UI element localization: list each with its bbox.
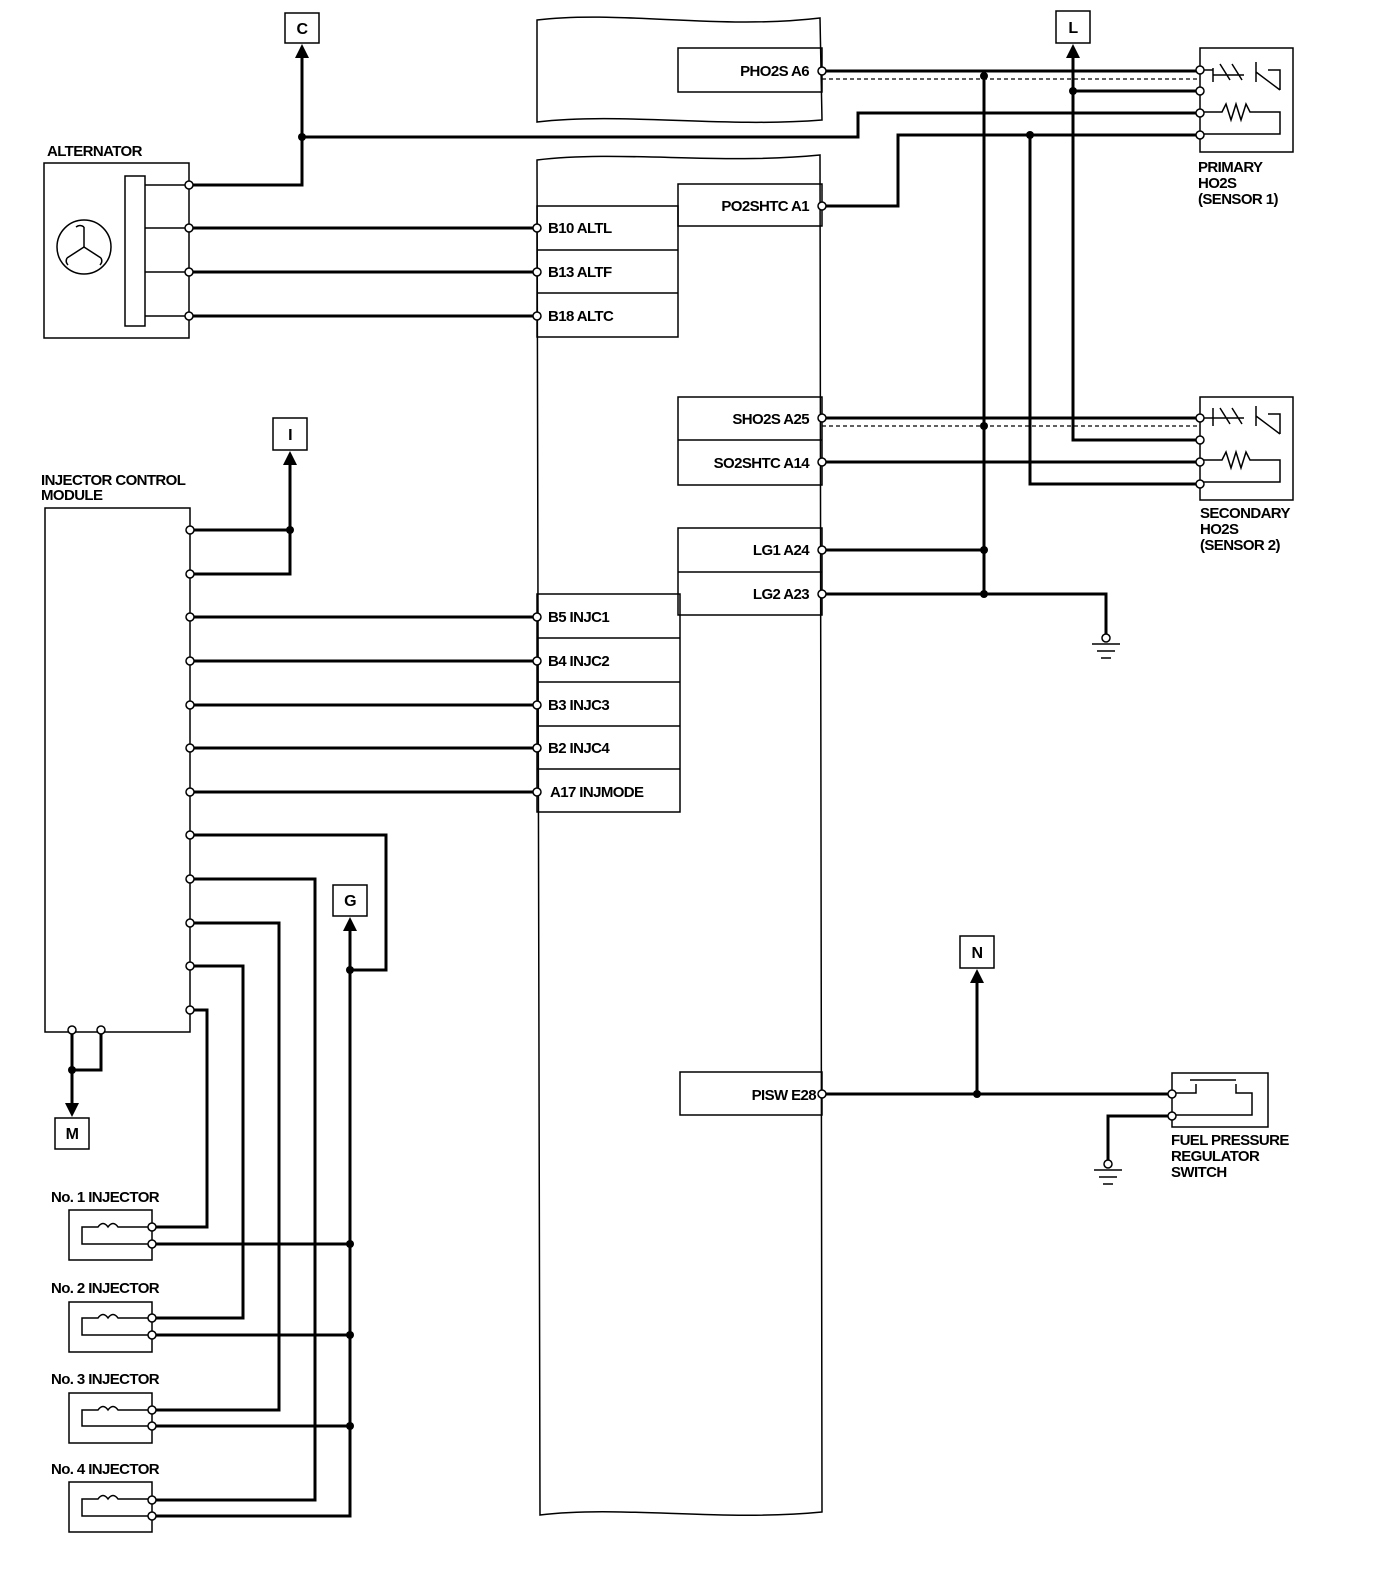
svg-text:SECONDARY: SECONDARY xyxy=(1200,505,1290,522)
injector-control-module: INJECTOR CONTROL MODULE xyxy=(41,472,191,1033)
terminal-injc1: B5 INJC1 xyxy=(548,609,609,626)
svg-text:(SENSOR 1): (SENSOR 1) xyxy=(1198,191,1278,208)
svg-text:HO2S: HO2S xyxy=(1198,175,1237,192)
terminal-sho2s: SHO2S A25 xyxy=(732,411,809,428)
connector-c: C xyxy=(284,12,320,44)
svg-text:No. 4 INJECTOR: No. 4 INJECTOR xyxy=(51,1461,160,1478)
injector-coil-icon xyxy=(81,1222,152,1245)
injector-coil-icon xyxy=(81,1313,152,1336)
ecm-main-panel xyxy=(536,154,823,1517)
terminal-pho2s: PHO2S A6 xyxy=(740,63,809,80)
terminal-po2shtc: PO2SHTC A1 xyxy=(721,198,809,215)
connector-g: G xyxy=(332,884,368,917)
terminal-injmode: A17 INJMODE xyxy=(550,784,644,801)
injector-coil-icon xyxy=(81,1494,152,1517)
alternator-stator-icon xyxy=(56,219,112,275)
sensor-element-icon xyxy=(1200,62,1281,91)
svg-text:No. 2 INJECTOR: No. 2 INJECTOR xyxy=(51,1280,160,1297)
terminal-altf: B13 ALTF xyxy=(548,264,612,281)
svg-text:N: N xyxy=(972,945,983,962)
terminal-so2shtc: SO2SHTC A14 xyxy=(714,455,811,472)
ground-icon xyxy=(1092,633,1120,659)
injector-3: No. 3 INJECTOR xyxy=(51,1371,160,1444)
svg-text:G: G xyxy=(344,893,356,910)
heater-resistor-icon xyxy=(1200,101,1281,135)
heater-resistor-icon xyxy=(1200,449,1281,483)
svg-text:FUEL PRESSURE: FUEL PRESSURE xyxy=(1171,1132,1289,1149)
terminal-pins xyxy=(67,65,1205,1521)
svg-text:No. 1 INJECTOR: No. 1 INJECTOR xyxy=(51,1189,160,1206)
connector-l: L xyxy=(1055,10,1091,44)
svg-text:INJECTOR CONTROL: INJECTOR CONTROL xyxy=(41,472,186,489)
connector-i: I xyxy=(272,417,308,451)
svg-text:I: I xyxy=(288,427,292,444)
terminal-injc3: B3 INJC3 xyxy=(548,697,609,714)
svg-text:M: M xyxy=(66,1126,79,1143)
splice-points xyxy=(68,72,1077,1430)
svg-text:L: L xyxy=(1068,20,1078,37)
secondary-ho2s: SECONDARY HO2S (SENSOR 2) xyxy=(1199,396,1294,554)
terminal-lg2: LG2 A23 xyxy=(753,586,809,603)
terminal-altl: B10 ALTL xyxy=(548,220,612,237)
connector-m: M xyxy=(54,1117,90,1150)
arrowheads xyxy=(65,44,1080,1117)
primary-ho2s: PRIMARY HO2S (SENSOR 1) xyxy=(1198,47,1294,208)
svg-text:REGULATOR: REGULATOR xyxy=(1171,1148,1260,1165)
svg-text:No. 3 INJECTOR: No. 3 INJECTOR xyxy=(51,1371,160,1388)
terminal-lg1: LG1 A24 xyxy=(753,542,810,559)
switch-contact-icon xyxy=(1172,1079,1253,1116)
svg-text:SWITCH: SWITCH xyxy=(1171,1164,1227,1181)
terminal-injc4: B2 INJC4 xyxy=(548,740,610,757)
ecm-top-panel xyxy=(536,16,823,124)
svg-text:C: C xyxy=(297,21,309,38)
connector-n: N xyxy=(959,935,995,969)
wires xyxy=(70,52,1200,1518)
svg-text:(SENSOR 2): (SENSOR 2) xyxy=(1200,537,1280,554)
svg-text:HO2S: HO2S xyxy=(1200,521,1239,538)
svg-text:MODULE: MODULE xyxy=(41,487,103,504)
svg-text:ALTERNATOR: ALTERNATOR xyxy=(47,143,143,160)
injector-2: No. 2 INJECTOR xyxy=(51,1280,160,1353)
injector-4: No. 4 INJECTOR xyxy=(51,1461,160,1533)
terminal-injc2: B4 INJC2 xyxy=(548,653,609,670)
fuel-pressure-regulator-switch: FUEL PRESSURE REGULATOR SWITCH xyxy=(1171,1072,1290,1181)
terminal-altc: B18 ALTC xyxy=(548,308,614,325)
injector-1: No. 1 INJECTOR xyxy=(51,1189,160,1261)
terminal-pisw: PISW E28 xyxy=(752,1087,817,1104)
svg-text:PRIMARY: PRIMARY xyxy=(1198,159,1263,176)
alternator: ALTERNATOR xyxy=(43,143,190,339)
ground-icon xyxy=(1094,1159,1122,1185)
sensor-element-icon xyxy=(1200,406,1281,435)
injector-coil-icon xyxy=(81,1405,152,1427)
